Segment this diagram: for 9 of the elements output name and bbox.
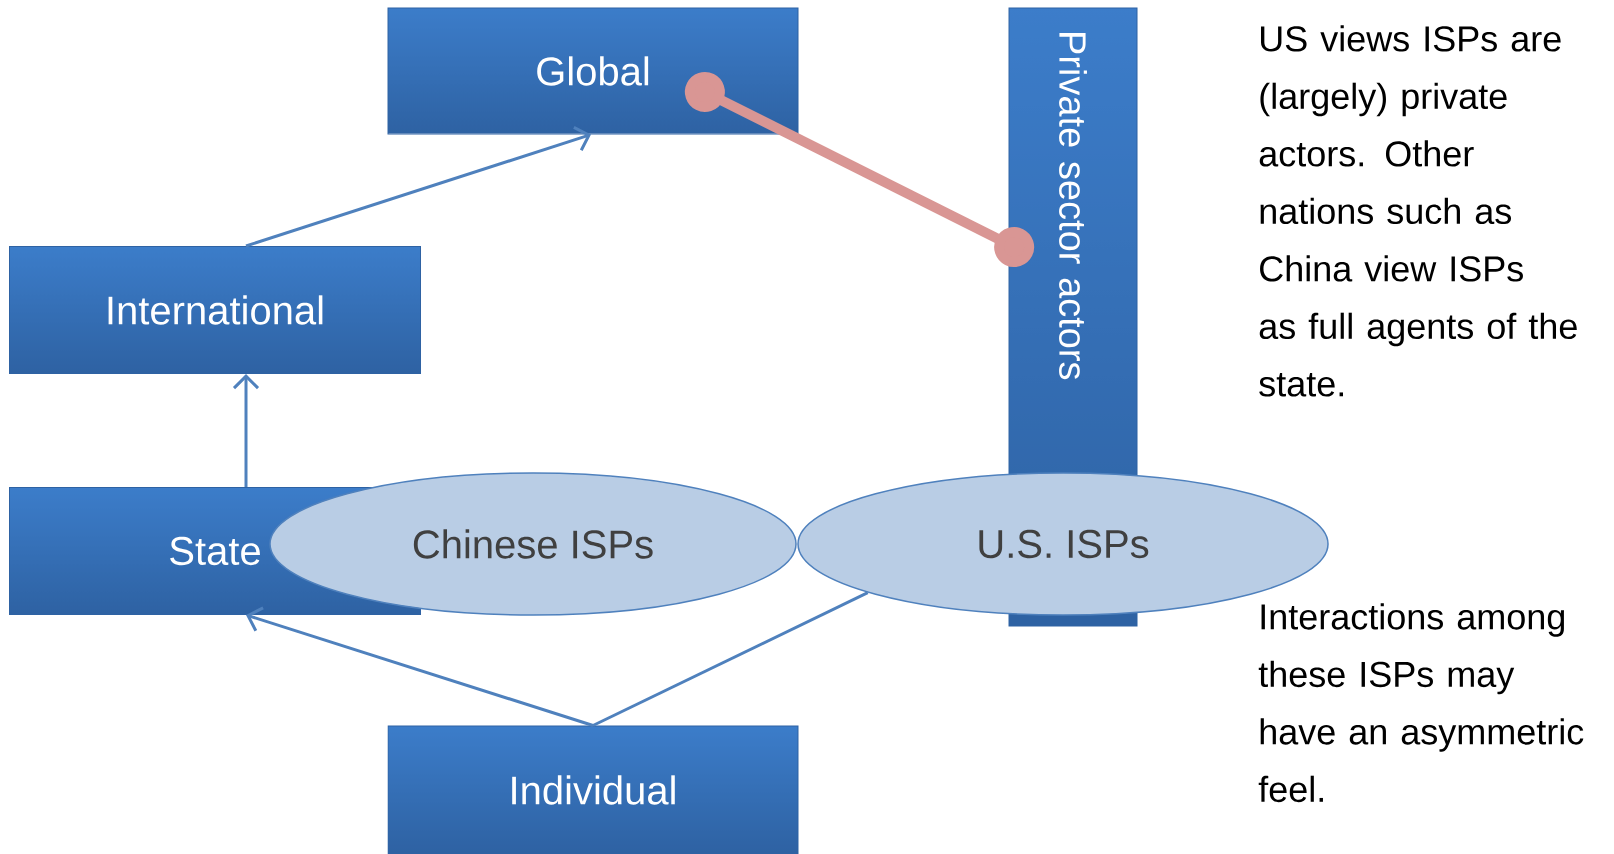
connector-line	[592, 591, 869, 727]
level-box: International	[9, 246, 421, 374]
level-box: Global	[387, 7, 799, 135]
arrow	[245, 126, 591, 248]
level-box: Individual	[387, 725, 799, 854]
note-text: US views ISPs are (largely) private actors. Other nations such as China view ISPs as full agents of the state.	[1259, 25, 1577, 397]
arrow	[232, 374, 260, 487]
arrow	[246, 606, 594, 727]
connector-line	[684, 72, 1035, 267]
